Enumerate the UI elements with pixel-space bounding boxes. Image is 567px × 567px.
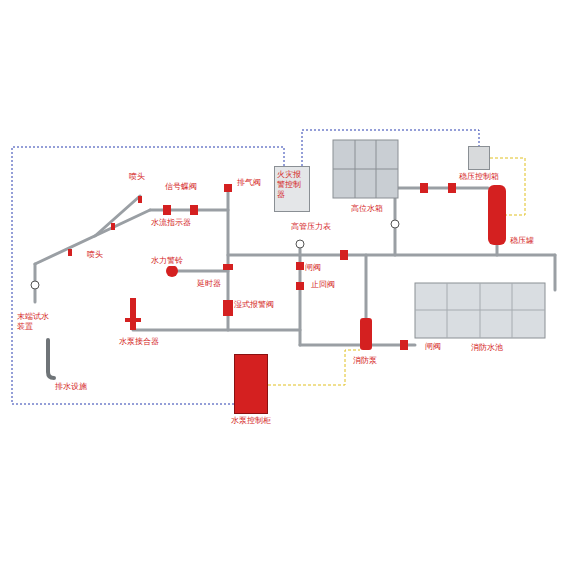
- valve-fitting: [125, 318, 141, 322]
- water-pipe: [398, 187, 488, 190]
- valve-fitting: [400, 340, 408, 350]
- water-pipe: [496, 245, 499, 255]
- part-label: 排水设施: [54, 382, 88, 392]
- water-pipe: [178, 270, 228, 273]
- valve-fitting: [340, 250, 348, 260]
- valve-fitting: [163, 205, 171, 215]
- pressure-tank: [488, 185, 506, 245]
- part-label: 湿式报警阀: [233, 300, 275, 310]
- part-label: 止回阀: [310, 280, 336, 290]
- signal-wire: [268, 350, 360, 385]
- valve-fitting: [130, 298, 136, 330]
- water-pipe: [554, 255, 557, 290]
- pressure-control-box: 稳压控制箱: [468, 146, 490, 170]
- water-pipe: [300, 344, 360, 347]
- drain-pipe: [48, 340, 54, 378]
- part-label: 消防水池: [470, 343, 504, 353]
- fire-water-pool: [415, 310, 545, 311]
- part-label: 闸阀: [424, 342, 442, 352]
- part-label: 消防泵: [352, 356, 378, 366]
- high-water-tank: [333, 169, 398, 170]
- water-pipe: [228, 254, 555, 257]
- pressure-gauge: [296, 240, 304, 248]
- part-label: 水流指示器: [150, 218, 192, 228]
- water-pipe: [299, 248, 302, 255]
- valve-fitting: [448, 183, 456, 193]
- fire-water-pool: [415, 283, 545, 338]
- water-pipe: [365, 255, 368, 318]
- fire-pump: [360, 318, 372, 350]
- part-label: 水泵接合器: [118, 337, 160, 347]
- sprinkler-head: [68, 249, 72, 256]
- alarm-bell: [166, 265, 178, 277]
- part-label: 高管压力表: [290, 222, 332, 232]
- fire-water-pool: [415, 283, 545, 338]
- water-pipe: [150, 209, 228, 212]
- node-label: 水泵控制柜: [230, 416, 272, 426]
- valve-fitting: [296, 262, 304, 270]
- signal-wire: [268, 158, 525, 385]
- water-pipe: [372, 344, 415, 347]
- sprinkler-head: [138, 196, 142, 203]
- valve-fitting: [420, 183, 428, 193]
- part-label: 信号蝶阀: [164, 182, 198, 192]
- signal-wire: [490, 158, 525, 215]
- valve-fitting: [223, 300, 233, 316]
- part-label: 稳压罐: [509, 236, 535, 246]
- part-label: 排气阀: [236, 178, 262, 188]
- pressure-gauge: [31, 281, 39, 289]
- part-label: 延时器: [196, 279, 222, 289]
- valve-fitting: [224, 184, 232, 192]
- water-pipe: [133, 329, 300, 332]
- valve-fitting: [223, 264, 233, 270]
- signal-connector: [302, 130, 479, 166]
- node-label: 稳压控制箱: [458, 172, 500, 182]
- pressure-gauge: [391, 220, 399, 228]
- part-label: 水力警铃: [150, 256, 184, 266]
- alarm-controller-panel: 火灾报警控制器: [274, 166, 310, 212]
- node-label: 火灾报警控制器: [275, 167, 309, 203]
- alarm-bell: [166, 265, 178, 277]
- pressure-gauge: [31, 220, 399, 289]
- part-label: 末端试水装置: [16, 312, 54, 332]
- pressure-tank: [488, 185, 506, 245]
- water-pipe: [95, 196, 140, 236]
- part-label: 闸阀: [304, 263, 322, 273]
- part-label: 喷头: [86, 250, 104, 260]
- part-label: 高位水箱: [350, 204, 384, 214]
- sprinkler-head: [68, 196, 142, 256]
- valve-fitting: [296, 282, 304, 290]
- water-pipe: [35, 210, 150, 264]
- high-water-tank: [333, 140, 398, 198]
- valve-fitting: [190, 205, 198, 215]
- drain-pipe: [48, 340, 54, 378]
- part-label: 喷头: [128, 172, 146, 182]
- sprinkler-head: [111, 223, 115, 230]
- pump-control-cabinet: 水泵控制柜: [234, 354, 268, 414]
- high-water-tank: [333, 140, 398, 198]
- fire-pump: [360, 318, 372, 350]
